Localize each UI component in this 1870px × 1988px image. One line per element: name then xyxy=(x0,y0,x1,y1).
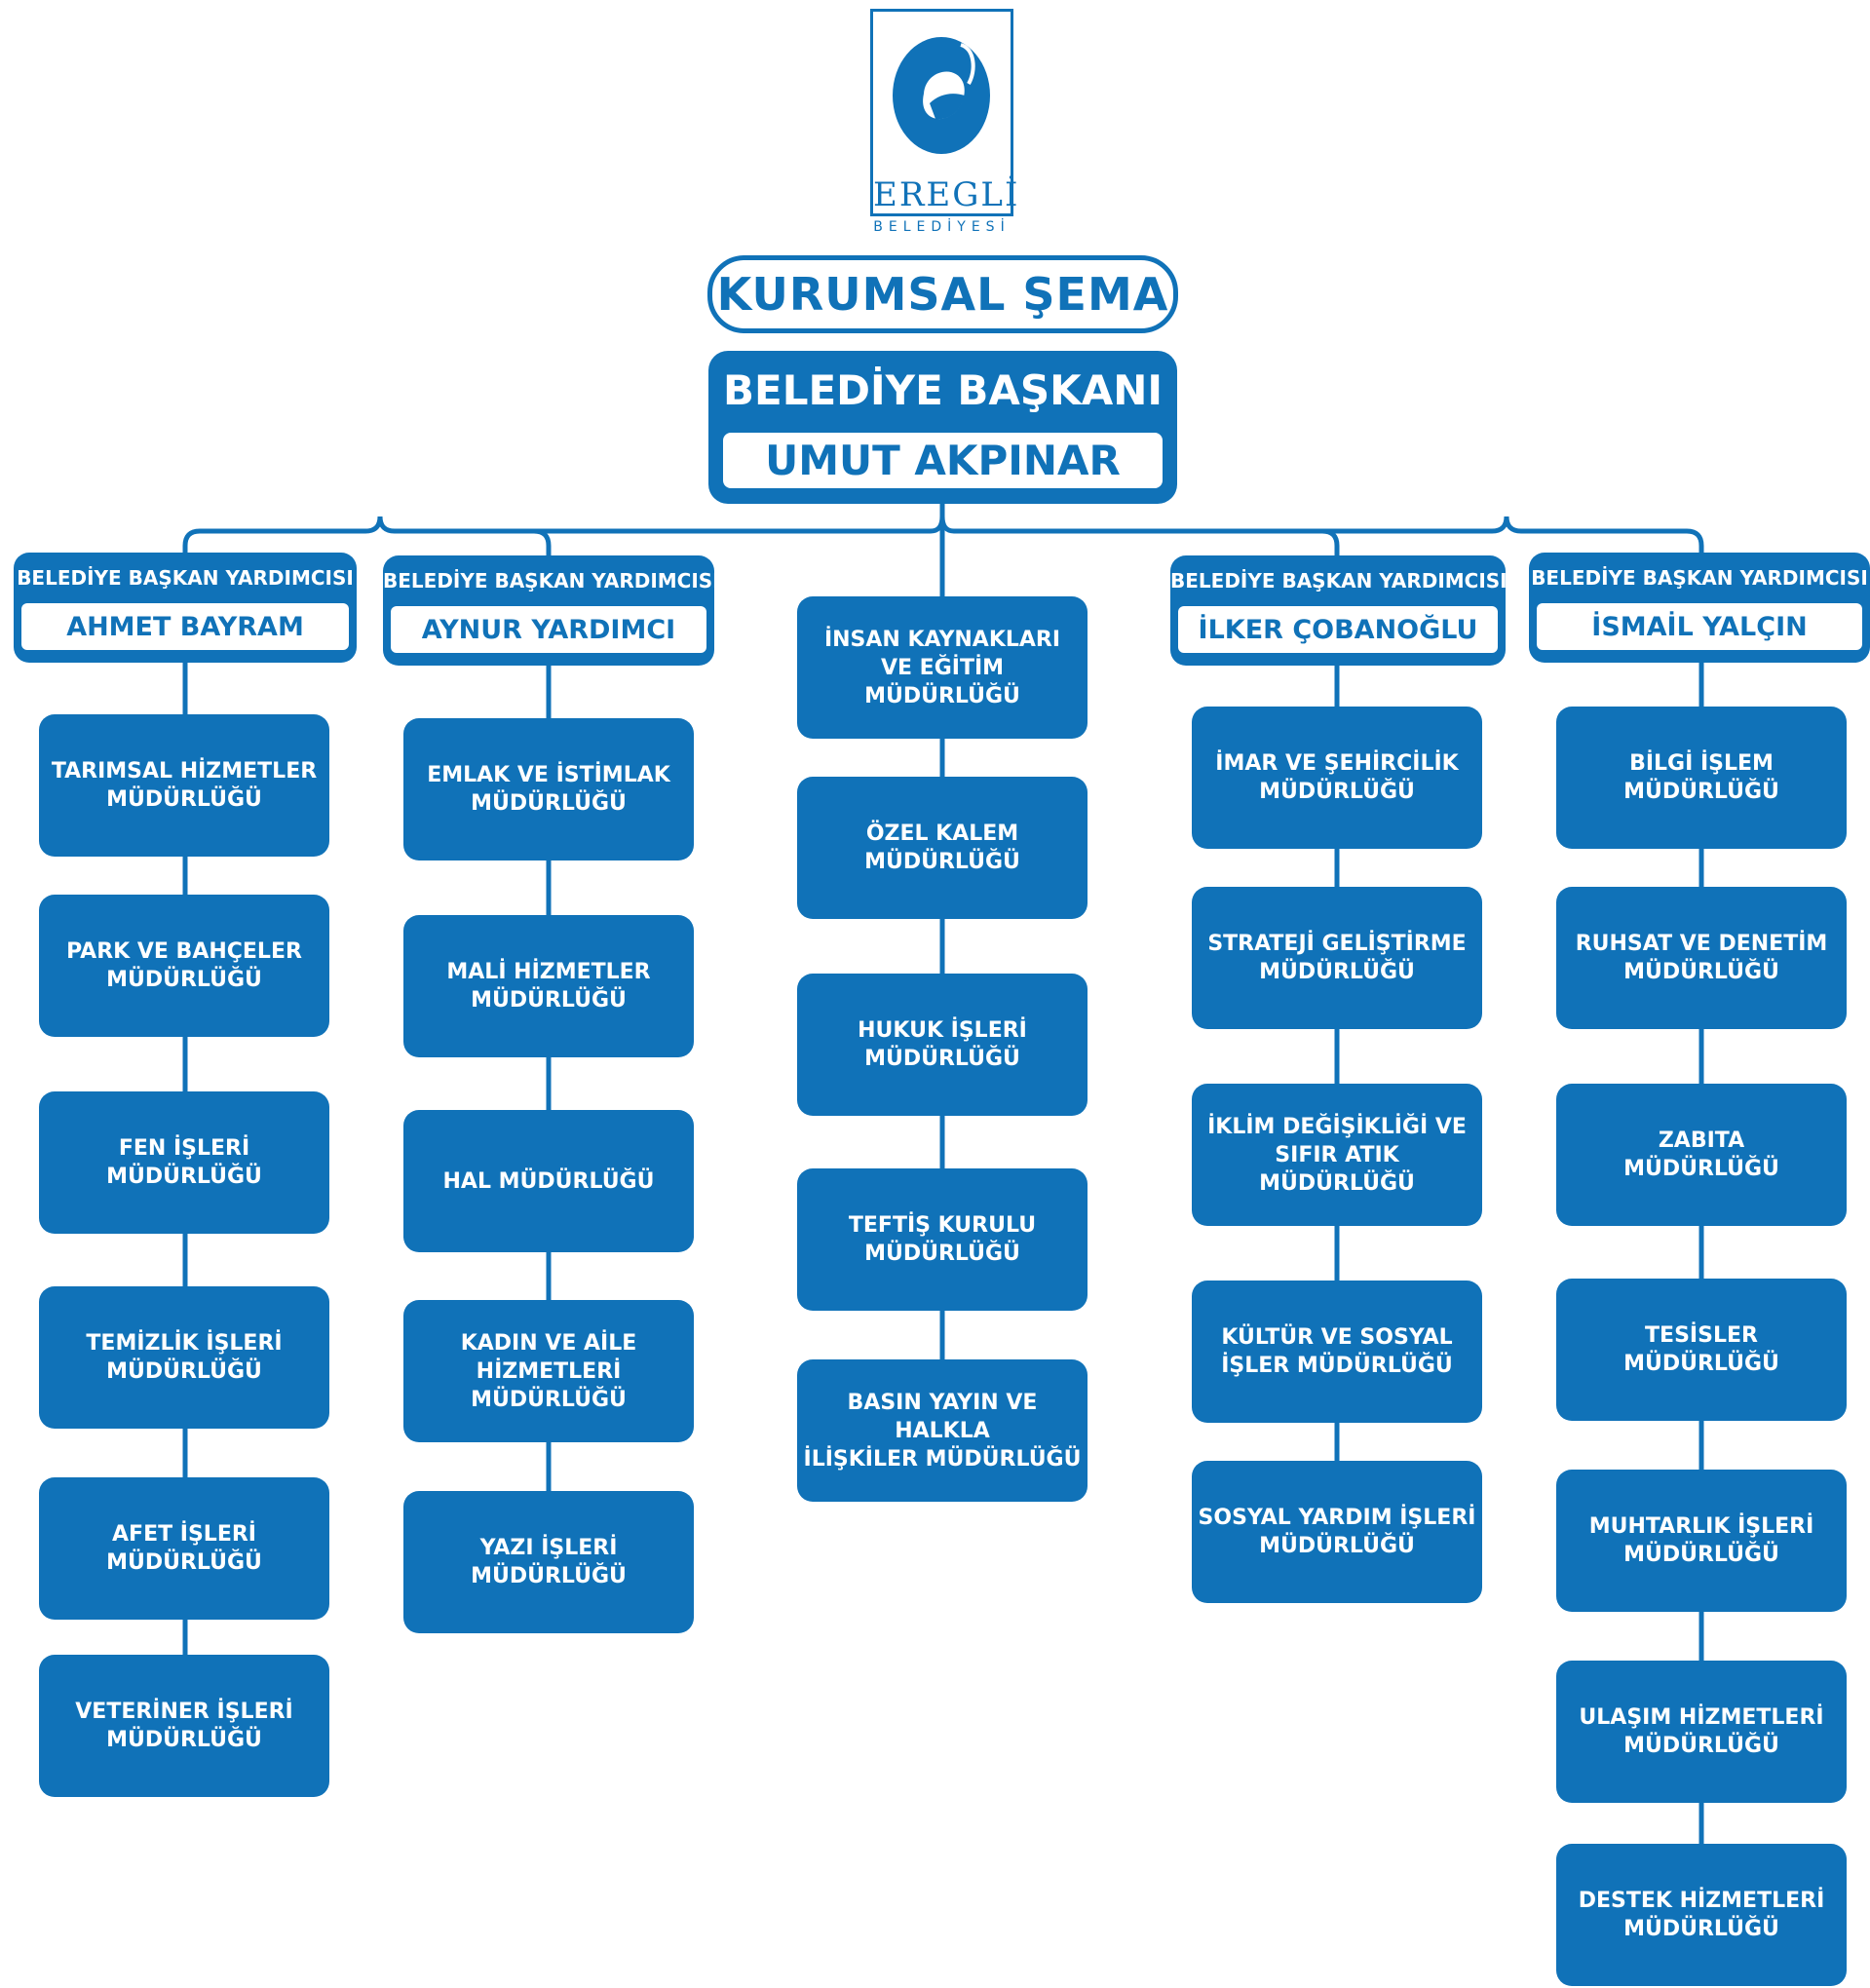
department-label: TARIMSAL HİZMETLER MÜDÜRLÜĞÜ xyxy=(51,759,318,812)
department-box: KÜLTÜR VE SOSYAL İŞLER MÜDÜRLÜĞÜ xyxy=(1192,1281,1482,1423)
department-label: ULAŞIM HİZMETLERİ MÜDÜRLÜĞÜ xyxy=(1579,1705,1824,1758)
deputy-box-3: BELEDİYE BAŞKAN YARDIMCISI V. İLKER ÇOBA… xyxy=(1170,555,1535,666)
department-box: VETERİNER İŞLERİ MÜDÜRLÜĞÜ xyxy=(39,1655,329,1797)
department-label: FEN İŞLERİ MÜDÜRLÜĞÜ xyxy=(106,1136,262,1189)
eregli-logo: EREGLİ BELEDİYESİ xyxy=(870,9,1020,236)
department-box: DESTEK HİZMETLERİ MÜDÜRLÜĞÜ xyxy=(1556,1844,1847,1986)
mayor-box: BELEDİYE BAŞKANI UMUT AKPINAR xyxy=(708,351,1177,504)
department-box: HAL MÜDÜRLÜĞÜ xyxy=(403,1110,694,1252)
department-label: BASIN YAYIN VE HALKLA İLİŞKİLER MÜDÜRLÜĞ… xyxy=(803,1390,1082,1472)
deputy-box-2: BELEDİYE BAŞKAN YARDIMCISI AYNUR YARDIMC… xyxy=(383,555,720,666)
deputy-role: BELEDİYE BAŞKAN YARDIMCISI V. xyxy=(1170,569,1535,593)
deputy-role: BELEDİYE BAŞKAN YARDIMCISI xyxy=(1531,566,1868,590)
department-label: STRATEJİ GELİŞTİRME MÜDÜRLÜĞÜ xyxy=(1207,932,1467,984)
department-box: AFET İŞLERİ MÜDÜRLÜĞÜ xyxy=(39,1477,329,1620)
logo-wordmark: EREGLİ xyxy=(873,175,1020,214)
department-box: EMLAK VE İSTİMLAK MÜDÜRLÜĞÜ xyxy=(403,718,694,860)
department-label: HAL MÜDÜRLÜĞÜ xyxy=(442,1168,655,1194)
department-box: BİLGİ İŞLEM MÜDÜRLÜĞÜ xyxy=(1556,707,1847,849)
page-title: KURUMSAL ŞEMA xyxy=(707,255,1178,333)
department-label: VETERİNER İŞLERİ MÜDÜRLÜĞÜ xyxy=(75,1700,293,1752)
department-label: İKLİM DEĞİŞİKLİĞİ VE SIFIR ATIK MÜDÜRLÜĞ… xyxy=(1207,1114,1467,1196)
department-label: AFET İŞLERİ MÜDÜRLÜĞÜ xyxy=(106,1522,262,1575)
department-box: TEMİZLİK İŞLERİ MÜDÜRLÜĞÜ xyxy=(39,1286,329,1429)
department-label: TEFTİŞ KURULU MÜDÜRLÜĞÜ xyxy=(848,1213,1037,1266)
department-label: ZABITA MÜDÜRLÜĞÜ xyxy=(1623,1128,1779,1181)
department-box: TEFTİŞ KURULU MÜDÜRLÜĞÜ xyxy=(797,1168,1088,1311)
mayor-name: UMUT AKPINAR xyxy=(723,433,1163,488)
deputy-name: AHMET BAYRAM xyxy=(21,603,349,650)
deputy-box-4: BELEDİYE BAŞKAN YARDIMCISI İSMAİL YALÇIN xyxy=(1529,553,1870,663)
department-label: MALİ HİZMETLER MÜDÜRLÜĞÜ xyxy=(446,960,651,1013)
deputy-name: İSMAİL YALÇIN xyxy=(1537,603,1862,650)
department-label: İNSAN KAYNAKLARI VE EĞİTİM MÜDÜRLÜĞÜ xyxy=(823,627,1061,708)
department-label: YAZI İŞLERİ MÜDÜRLÜĞÜ xyxy=(471,1536,627,1588)
department-box: BASIN YAYIN VE HALKLA İLİŞKİLER MÜDÜRLÜĞ… xyxy=(797,1359,1088,1502)
department-label: KADIN VE AİLE HİZMETLERİ MÜDÜRLÜĞÜ xyxy=(460,1330,637,1412)
deputy-role: BELEDİYE BAŞKAN YARDIMCISI xyxy=(383,569,720,593)
department-label: ÖZEL KALEM MÜDÜRLÜĞÜ xyxy=(864,822,1020,874)
mayor-role: BELEDİYE BAŞKANI xyxy=(723,366,1163,414)
department-box: YAZI İŞLERİ MÜDÜRLÜĞÜ xyxy=(403,1491,694,1633)
connector-brace-left xyxy=(182,516,945,555)
department-box: FEN İŞLERİ MÜDÜRLÜĞÜ xyxy=(39,1091,329,1234)
deputy-role: BELEDİYE BAŞKAN YARDIMCISI xyxy=(17,566,354,590)
department-label: MUHTARLIK İŞLERİ MÜDÜRLÜĞÜ xyxy=(1588,1514,1814,1567)
deputy-box-1: BELEDİYE BAŞKAN YARDIMCISI AHMET BAYRAM xyxy=(14,553,357,663)
department-box: MALİ HİZMETLER MÜDÜRLÜĞÜ xyxy=(403,915,694,1057)
department-box: İMAR VE ŞEHİRCİLİK MÜDÜRLÜĞÜ xyxy=(1192,707,1482,849)
department-box: RUHSAT VE DENETİM MÜDÜRLÜĞÜ xyxy=(1556,887,1847,1029)
department-label: TESİSLER MÜDÜRLÜĞÜ xyxy=(1623,1323,1779,1376)
logo-emblem-icon xyxy=(893,37,990,154)
department-label: İMAR VE ŞEHİRCİLİK MÜDÜRLÜĞÜ xyxy=(1215,751,1459,804)
department-label: TEMİZLİK İŞLERİ MÜDÜRLÜĞÜ xyxy=(86,1331,283,1384)
department-box: PARK VE BAHÇELER MÜDÜRLÜĞÜ xyxy=(39,895,329,1037)
department-label: RUHSAT VE DENETİM MÜDÜRLÜĞÜ xyxy=(1575,932,1828,984)
department-box: İKLİM DEĞİŞİKLİĞİ VE SIFIR ATIK MÜDÜRLÜĞ… xyxy=(1192,1084,1482,1226)
department-label: DESTEK HİZMETLERİ MÜDÜRLÜĞÜ xyxy=(1578,1889,1825,1941)
deputy-name: İLKER ÇOBANOĞLU xyxy=(1178,606,1498,653)
department-box: KADIN VE AİLE HİZMETLERİ MÜDÜRLÜĞÜ xyxy=(403,1300,694,1442)
department-box: ZABITA MÜDÜRLÜĞÜ xyxy=(1556,1084,1847,1226)
department-label: EMLAK VE İSTİMLAK MÜDÜRLÜĞÜ xyxy=(427,763,670,816)
department-label: KÜLTÜR VE SOSYAL İŞLER MÜDÜRLÜĞÜ xyxy=(1221,1325,1453,1378)
department-box: İNSAN KAYNAKLARI VE EĞİTİM MÜDÜRLÜĞÜ xyxy=(797,596,1088,739)
deputy-name: AYNUR YARDIMCI xyxy=(391,606,706,653)
connector-brace-right xyxy=(939,516,1704,555)
department-box: MUHTARLIK İŞLERİ MÜDÜRLÜĞÜ xyxy=(1556,1470,1847,1612)
department-box: STRATEJİ GELİŞTİRME MÜDÜRLÜĞÜ xyxy=(1192,887,1482,1029)
logo-subtitle: BELEDİYESİ xyxy=(873,219,1011,235)
department-label: HUKUK İŞLERİ MÜDÜRLÜĞÜ xyxy=(858,1018,1027,1071)
department-label: PARK VE BAHÇELER MÜDÜRLÜĞÜ xyxy=(66,939,302,992)
logo-frame: EREGLİ xyxy=(870,9,1020,216)
department-box: SOSYAL YARDIM İŞLERİ MÜDÜRLÜĞÜ xyxy=(1192,1461,1482,1603)
department-box: HUKUK İŞLERİ MÜDÜRLÜĞÜ xyxy=(797,974,1088,1116)
department-label: SOSYAL YARDIM İŞLERİ MÜDÜRLÜĞÜ xyxy=(1198,1506,1476,1558)
department-label: BİLGİ İŞLEM MÜDÜRLÜĞÜ xyxy=(1623,751,1779,804)
department-box: ULAŞIM HİZMETLERİ MÜDÜRLÜĞÜ xyxy=(1556,1661,1847,1803)
department-box: TESİSLER MÜDÜRLÜĞÜ xyxy=(1556,1279,1847,1421)
department-box: ÖZEL KALEM MÜDÜRLÜĞÜ xyxy=(797,777,1088,919)
department-box: TARIMSAL HİZMETLER MÜDÜRLÜĞÜ xyxy=(39,714,329,857)
